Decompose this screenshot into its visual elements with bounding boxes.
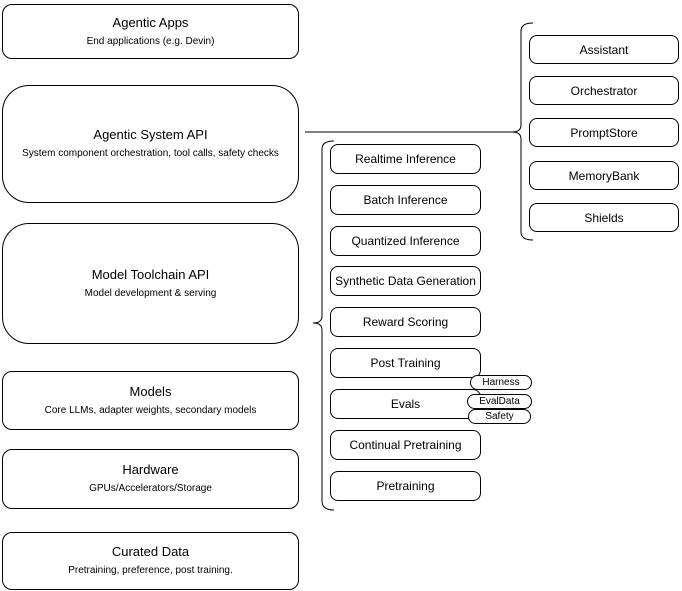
node-label: Batch Inference — [363, 193, 448, 207]
node-orchestrator: Orchestrator — [529, 76, 679, 105]
node-pretraining: Pretraining — [330, 471, 481, 501]
node-title: Curated Data — [111, 544, 190, 560]
node-batch-inference: Batch Inference — [330, 185, 481, 215]
node-agentic-system-api: Agentic System API System component orch… — [2, 85, 299, 203]
node-shields: Shields — [529, 203, 679, 232]
tag-evaldata: EvalData — [467, 394, 532, 409]
node-models: Models Core LLMs, adapter weights, secon… — [2, 371, 299, 430]
node-evals: Evals — [330, 389, 481, 419]
node-agentic-apps: Agentic Apps End applications (e.g. Devi… — [2, 4, 299, 59]
node-subtitle: System component orchestration, tool cal… — [22, 148, 279, 160]
node-subtitle: GPUs/Accelerators/Storage — [89, 483, 212, 495]
tag-harness: Harness — [470, 375, 532, 390]
node-continual-pretraining: Continual Pretraining — [330, 430, 481, 460]
brace-toolchain-group — [312, 140, 335, 511]
node-label: Continual Pretraining — [349, 438, 462, 452]
tag-safety: Safety — [468, 409, 531, 424]
node-assistant: Assistant — [529, 35, 679, 64]
node-title: Models — [129, 383, 172, 399]
node-label: Realtime Inference — [355, 152, 456, 166]
node-subtitle: End applications (e.g. Devin) — [86, 35, 215, 47]
node-label: PromptStore — [570, 125, 638, 140]
node-post-training: Post Training — [330, 348, 481, 378]
node-memorybank: MemoryBank — [529, 161, 679, 190]
tag-label: EvalData — [479, 395, 520, 407]
node-model-toolchain-api: Model Toolchain API Model development & … — [2, 223, 299, 344]
node-label: Pretraining — [376, 479, 435, 493]
node-label: Shields — [584, 210, 624, 225]
node-quantized-inference: Quantized Inference — [330, 226, 481, 256]
node-realtime-inference: Realtime Inference — [330, 144, 481, 174]
node-synthetic-data-generation: Synthetic Data Generation — [330, 266, 481, 296]
node-title: Agentic System API — [93, 127, 208, 143]
node-subtitle: Model development & serving — [84, 287, 217, 299]
node-label: Quantized Inference — [351, 234, 460, 248]
node-label: Post Training — [370, 356, 441, 370]
node-curated-data: Curated Data Pretraining, preference, po… — [2, 532, 299, 590]
node-promptstore: PromptStore — [529, 118, 679, 147]
node-subtitle: Core LLMs, adapter weights, secondary mo… — [44, 404, 257, 416]
node-title: Agentic Apps — [112, 14, 189, 30]
node-reward-scoring: Reward Scoring — [330, 307, 481, 337]
node-title: Model Toolchain API — [91, 266, 210, 282]
node-label: Orchestrator — [570, 83, 638, 98]
node-label: Synthetic Data Generation — [335, 274, 476, 288]
tag-label: Harness — [482, 376, 520, 388]
node-label: Reward Scoring — [362, 315, 449, 329]
tag-label: Safety — [485, 410, 514, 422]
node-hardware: Hardware GPUs/Accelerators/Storage — [2, 449, 299, 509]
node-subtitle: Pretraining, preference, post training. — [68, 565, 233, 577]
node-label: Assistant — [579, 42, 629, 57]
node-label: MemoryBank — [568, 168, 640, 183]
brace-agentic-group — [511, 22, 534, 241]
node-title: Hardware — [122, 462, 179, 478]
node-label: Evals — [390, 397, 421, 411]
